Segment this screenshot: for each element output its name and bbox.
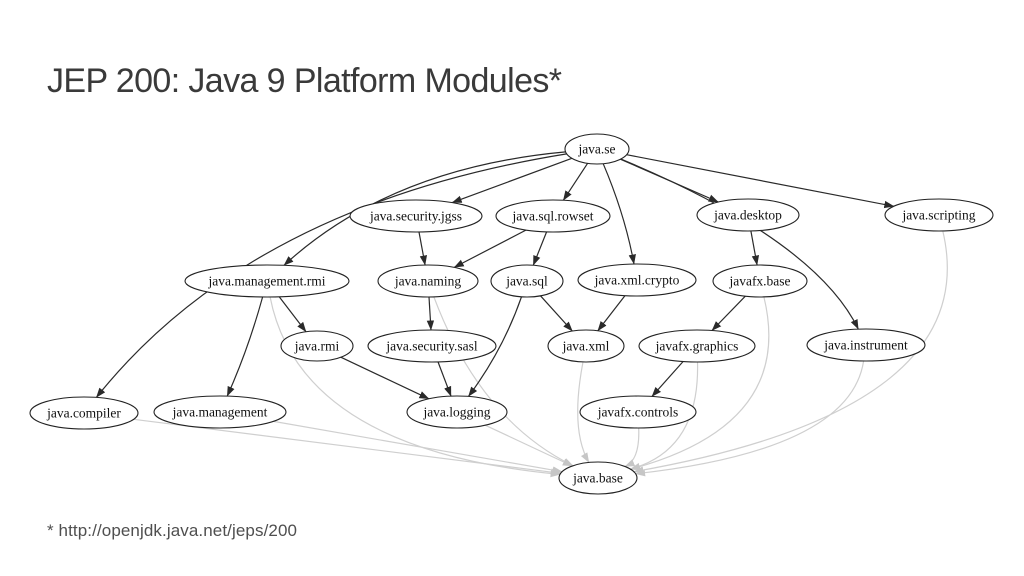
module-nodes: java.se java.security.jgss java.sql.rowset…: [29, 133, 994, 495]
edge-java.naming-to-java.base: [433, 296, 574, 467]
edge-java.management.rmi-to-java.management: [226, 296, 264, 397]
node-java.compiler: java.compiler: [29, 396, 139, 430]
node-javafx.base: javafx.base: [712, 264, 808, 298]
node-java.sql.rowset: java.sql.rowset: [495, 199, 611, 233]
node-label-java.scripting: java.scripting: [901, 208, 975, 223]
node-java.management.rmi: java.management.rmi: [184, 264, 350, 298]
node-ellipse-java.management: [153, 395, 287, 429]
node-java.scripting: java.scripting: [884, 198, 994, 232]
edge-java.se-to-java.xml.crypto: [602, 163, 636, 265]
edge-java.security.jgss-to-java.naming: [418, 231, 428, 266]
node-label-java.instrument: java.instrument: [823, 338, 908, 353]
node-java.sql: java.sql: [490, 264, 564, 298]
edge-java.management.rmi-to-java.rmi: [278, 296, 307, 333]
node-java.xml.crypto: java.xml.crypto: [577, 263, 697, 297]
node-ellipse-javafx.base: [712, 264, 808, 298]
node-ellipse-javafx.graphics: [638, 329, 756, 363]
edge-java.se-to-java.management.rmi: [283, 151, 566, 266]
edge-java.xml.crypto-to-java.xml: [597, 295, 626, 332]
node-java.naming: java.naming: [377, 264, 479, 298]
node-label-java.xml.crypto: java.xml.crypto: [594, 273, 680, 288]
edge-java.desktop-to-javafx.base: [750, 230, 760, 266]
node-ellipse-java.se: [564, 133, 630, 165]
edge-java.sql-to-java.logging: [468, 296, 523, 397]
edge-java.se-to-java.security.jgss: [451, 157, 573, 204]
node-java.instrument: java.instrument: [806, 328, 926, 362]
node-javafx.controls: javafx.controls: [579, 395, 697, 429]
edge-javafx.base-to-java.base: [630, 296, 770, 471]
node-ellipse-java.naming: [377, 264, 479, 298]
node-java.security.jgss: java.security.jgss: [349, 199, 483, 233]
node-label-java.security.sasl: java.security.sasl: [385, 339, 478, 354]
edge-java.instrument-to-java.base: [635, 360, 865, 477]
node-label-java.sql: java.sql: [505, 274, 548, 289]
edge-java.se-to-java.sql.rowset: [562, 162, 589, 201]
node-label-java.logging: java.logging: [422, 405, 490, 420]
node-label-java.desktop: java.desktop: [713, 208, 782, 223]
node-label-java.xml: java.xml: [562, 339, 610, 354]
implicit-base-edges: [133, 230, 948, 478]
node-ellipse-java.scripting: [884, 198, 994, 232]
edge-java.sql-to-java.xml: [540, 295, 573, 332]
node-java.logging: java.logging: [406, 395, 508, 429]
edge-javafx.graphics-to-java.base: [629, 361, 699, 471]
node-ellipse-java.security.jgss: [349, 199, 483, 233]
edge-java.se-to-java.compiler: [95, 153, 567, 398]
node-label-java.security.jgss: java.security.jgss: [369, 209, 462, 224]
edge-java.management-to-java.base: [273, 420, 563, 474]
edge-java.se-to-java.scripting: [626, 154, 895, 209]
node-java.base: java.base: [558, 461, 638, 495]
node-label-java.base: java.base: [572, 471, 623, 486]
edge-java.rmi-to-java.logging: [340, 356, 430, 400]
edge-java.security.sasl-to-java.logging: [437, 361, 452, 397]
node-java.rmi: java.rmi: [280, 330, 354, 362]
node-java.se: java.se: [564, 133, 630, 165]
edge-javafx.controls-to-java.base: [624, 427, 640, 467]
node-label-java.management: java.management: [172, 405, 268, 420]
node-ellipse-java.management.rmi: [184, 264, 350, 298]
edge-java.xml-to-java.base: [577, 361, 590, 463]
edge-javafx.graphics-to-javafx.controls: [651, 361, 684, 397]
node-ellipse-java.compiler: [29, 396, 139, 430]
edge-java.naming-to-java.security.sasl: [426, 296, 435, 331]
node-ellipse-java.rmi: [280, 330, 354, 362]
node-ellipse-java.security.sasl: [367, 329, 497, 363]
node-ellipse-java.xml: [547, 329, 625, 363]
edge-java.scripting-to-java.base: [633, 230, 948, 474]
node-label-java.management.rmi: java.management.rmi: [208, 274, 326, 289]
node-ellipse-java.sql.rowset: [495, 199, 611, 233]
node-label-java.rmi: java.rmi: [294, 339, 340, 354]
node-ellipse-java.base: [558, 461, 638, 495]
node-label-javafx.graphics: javafx.graphics: [655, 339, 739, 354]
node-ellipse-javafx.controls: [579, 395, 697, 429]
edge-java.logging-to-java.base: [484, 424, 573, 467]
node-label-javafx.base: javafx.base: [728, 274, 790, 289]
node-label-java.naming: java.naming: [394, 274, 462, 289]
node-ellipse-java.instrument: [806, 328, 926, 362]
node-label-java.se: java.se: [577, 142, 615, 157]
node-label-javafx.controls: javafx.controls: [597, 405, 679, 420]
edge-java.sql.rowset-to-java.naming: [453, 229, 527, 268]
node-javafx.graphics: javafx.graphics: [638, 329, 756, 363]
node-label-java.sql.rowset: java.sql.rowset: [512, 209, 594, 224]
node-java.desktop: java.desktop: [696, 198, 800, 232]
edge-javafx.base-to-javafx.graphics: [711, 295, 746, 331]
node-java.xml: java.xml: [547, 329, 625, 363]
page-title: JEP 200: Java 9 Platform Modules*: [47, 62, 562, 100]
edge-java.management.rmi-to-java.base: [269, 296, 561, 478]
dependency-edges: [95, 151, 895, 400]
footnote-url: * http://openjdk.java.net/jeps/200: [47, 521, 298, 540]
edge-java.sql.rowset-to-java.sql: [532, 231, 548, 266]
node-ellipse-java.xml.crypto: [577, 263, 697, 297]
edge-java.se-to-java.instrument: [620, 158, 859, 330]
node-java.management: java.management: [153, 395, 287, 429]
node-java.security.sasl: java.security.sasl: [367, 329, 497, 363]
node-ellipse-java.desktop: [696, 198, 800, 232]
node-ellipse-java.sql: [490, 264, 564, 298]
node-ellipse-java.logging: [406, 395, 508, 429]
node-label-java.compiler: java.compiler: [46, 406, 121, 421]
